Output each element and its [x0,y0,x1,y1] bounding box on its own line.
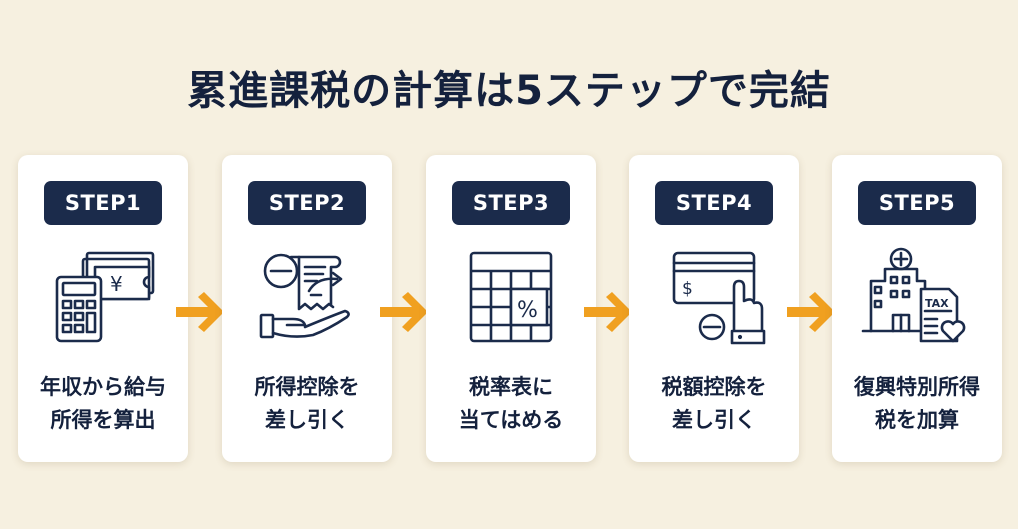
svg-text:%: % [517,298,538,323]
step-badge: STEP5 [858,181,976,225]
arrow-right-icon [378,292,430,332]
arrow-right-icon [582,292,634,332]
step-label-line2: 税を加算 [875,408,959,432]
step-card-2: STEP2 所得控除を 差し引く [222,155,392,462]
step-card-5: STEP5 TAX 復興特別所得 税を加算 [832,155,1002,462]
step-label: 復興特別所得 税を加算 [832,371,1002,437]
step-badge: STEP2 [248,181,366,225]
step-label-line1: 税額控除を [661,375,767,399]
card-minus-hand-icon: $ [654,247,774,347]
svg-text:$: $ [682,279,693,299]
step-badge: STEP4 [655,181,773,225]
step-label-line1: 復興特別所得 [854,375,980,399]
building-tax-document-icon: TAX [857,247,977,347]
calculator-yen-bills-icon: ¥ [43,247,163,347]
svg-text:¥: ¥ [110,272,123,296]
step-label: 所得控除を 差し引く [222,371,392,437]
step-label-line2: 所得を算出 [50,408,156,432]
deduction-receipt-hand-icon [247,247,367,347]
tax-rate-table-icon: % [451,247,571,347]
arrow-right-icon [785,292,837,332]
step-card-3: STEP3 % 税率表に 当てはめる [426,155,596,462]
page-title: 累進課税の計算は5ステップで完結 [187,68,831,114]
step-label-line1: 税率表に [469,375,553,399]
step-label: 税率表に 当てはめる [426,371,596,437]
step-label-line2: 当てはめる [458,408,564,432]
step-card-4: STEP4 $ 税額控除を 差し引く [629,155,799,462]
step-badge: STEP1 [44,181,162,225]
step-label-line1: 年収から給与 [40,375,166,399]
svg-text:TAX: TAX [925,297,949,310]
step-card-1: STEP1 ¥ 年収から給与 所得を算出 [18,155,188,462]
step-label-line2: 差し引く [265,408,349,432]
arrow-right-icon [174,292,226,332]
step-label-line1: 所得控除を [254,375,360,399]
step-badge: STEP3 [452,181,570,225]
step-label: 税額控除を 差し引く [629,371,799,437]
step-label-line2: 差し引く [672,408,756,432]
step-label: 年収から給与 所得を算出 [18,371,188,437]
